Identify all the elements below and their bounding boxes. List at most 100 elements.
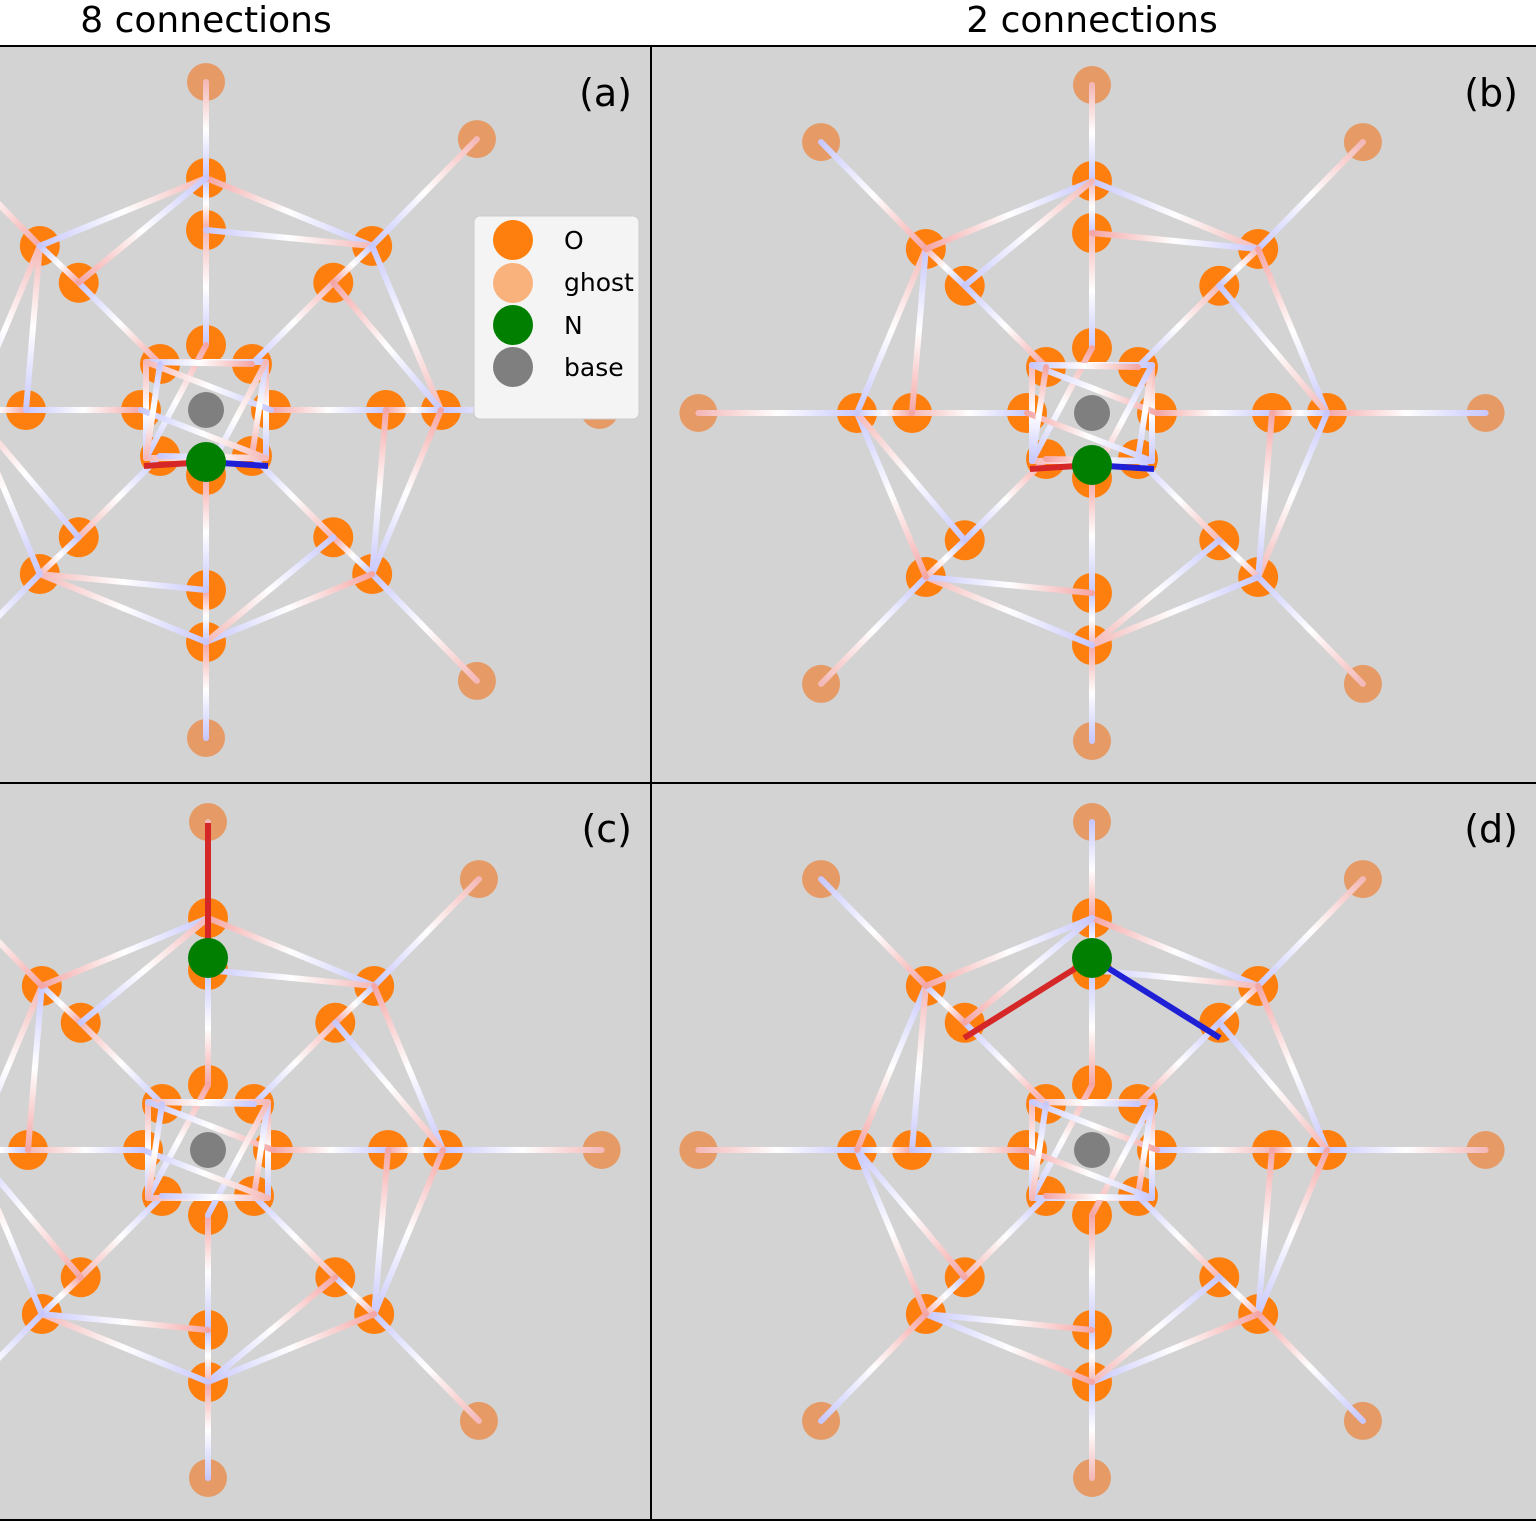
bond-line <box>332 1019 446 1153</box>
bond-line <box>0 1177 84 1281</box>
bond-line <box>1029 1101 1050 1201</box>
bond-line <box>143 359 255 368</box>
legend-swatch-O <box>493 220 533 260</box>
base-atom <box>190 1132 226 1168</box>
bond-line <box>854 982 929 1153</box>
bond-line <box>332 982 378 1026</box>
bond-line <box>145 1099 257 1108</box>
nitrogen-atom <box>1072 938 1112 978</box>
bond-line <box>1134 1099 1155 1199</box>
bond-line <box>371 1147 391 1318</box>
bond-line <box>205 915 378 989</box>
bond-line <box>922 574 1095 648</box>
bond-line <box>332 1274 378 1318</box>
bond-line <box>1089 574 1262 648</box>
panel-c: (c) <box>0 784 650 1520</box>
bond-line <box>140 1147 271 1201</box>
panel-b: (b) <box>651 46 1536 783</box>
bond-line <box>818 1311 929 1424</box>
bond-line <box>77 1019 166 1108</box>
bond-line <box>145 1099 276 1153</box>
bond-line <box>1089 915 1262 989</box>
bond-line <box>75 279 164 368</box>
bond-line <box>248 279 337 368</box>
bond-line <box>818 876 929 989</box>
bond-line <box>145 1101 166 1201</box>
bond-line <box>38 1311 211 1385</box>
bond-line <box>371 876 482 989</box>
nitrogen-atom <box>186 442 226 482</box>
bond-line <box>203 227 376 249</box>
bond-line <box>36 534 82 578</box>
bond-line <box>0 439 82 541</box>
bond-line <box>0 1311 45 1362</box>
bond-line <box>205 1311 378 1385</box>
bond-line <box>1216 282 1330 416</box>
bond-line <box>854 410 929 581</box>
bond-line <box>369 136 480 249</box>
bond-line <box>1255 410 1275 581</box>
bond-line <box>0 201 43 249</box>
bond-line <box>371 1311 482 1424</box>
bond-line <box>1255 982 1330 1153</box>
bond-line <box>854 245 929 416</box>
bond-line <box>38 915 211 989</box>
bond-line <box>330 279 444 413</box>
bond-line <box>961 915 1095 1026</box>
bond-line <box>0 571 43 619</box>
nitrogen-atom <box>1072 445 1112 485</box>
bond-line <box>1255 410 1330 581</box>
bond-line <box>922 574 1095 596</box>
bond-line <box>248 452 337 541</box>
bond-line <box>369 242 444 413</box>
bond-line <box>38 982 84 1026</box>
bond-line <box>369 407 444 578</box>
bond-line <box>1029 362 1160 416</box>
bond-line <box>1029 1099 1141 1108</box>
bond-line <box>1134 1192 1223 1281</box>
bond-line <box>1043 1192 1155 1201</box>
legend-swatch-N <box>493 305 533 345</box>
legend-swatch-ghost <box>493 263 533 303</box>
network <box>0 803 621 1497</box>
bond-line <box>961 1192 1050 1281</box>
bond-line <box>330 242 376 286</box>
panel-label: (a) <box>579 71 632 115</box>
bond-highlight <box>1090 955 1222 1041</box>
bond-line <box>38 1311 211 1333</box>
legend-label-O: O <box>564 226 584 255</box>
bond-line <box>250 1019 339 1108</box>
bond-line <box>143 361 164 461</box>
bond-line <box>1029 1099 1160 1153</box>
bond-line <box>1029 364 1050 464</box>
bond-line <box>36 571 209 593</box>
bond-line <box>1134 455 1223 544</box>
bond-line <box>23 242 43 413</box>
network <box>679 803 1505 1497</box>
bond-line <box>203 534 337 645</box>
bond-line <box>1216 1019 1330 1153</box>
network <box>679 66 1505 760</box>
bond-line <box>922 245 968 289</box>
bond-line <box>248 359 269 459</box>
bond-line <box>203 571 376 645</box>
bond-line <box>159 1192 271 1201</box>
legend: O ghost N base <box>473 215 640 420</box>
bond-line <box>1134 362 1155 462</box>
bond-line <box>922 982 968 1026</box>
bond-line <box>1255 574 1366 687</box>
column-title-left: 8 connections <box>80 0 331 41</box>
bond-line <box>250 1099 271 1199</box>
bond-line <box>922 178 1095 252</box>
nitrogen-atom <box>188 938 228 978</box>
bond-line <box>1255 245 1330 416</box>
bond-line <box>0 938 45 989</box>
bond-line <box>1216 982 1262 1026</box>
bond-line <box>1029 362 1141 371</box>
bond-line <box>203 175 376 249</box>
bond-line <box>1216 537 1262 581</box>
bond-line <box>854 1147 929 1318</box>
base-atom <box>1074 395 1110 431</box>
bond-line <box>922 1311 1095 1333</box>
